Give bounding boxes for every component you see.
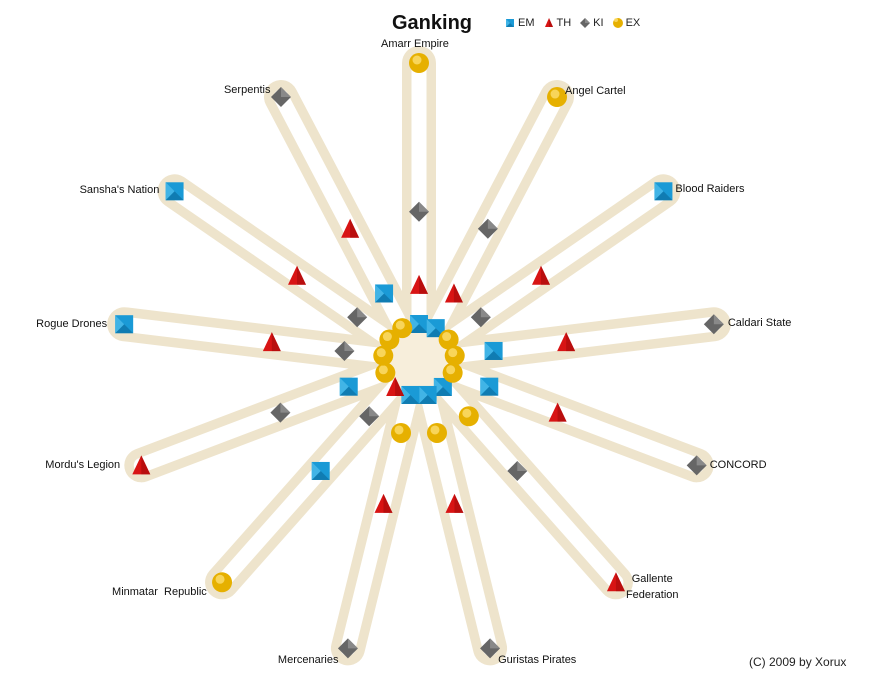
category-label: Blood Raiders: [675, 183, 745, 196]
marker-th: [374, 493, 393, 513]
category-label: Sansha's Nation: [79, 184, 160, 197]
marker-th: [445, 493, 464, 513]
marker-ki: [507, 460, 528, 481]
category-label: Guristas Pirates: [498, 654, 577, 667]
legend-item-th: TH: [544, 17, 572, 29]
marker-em: [484, 341, 503, 360]
legend-item-em: EM: [505, 17, 535, 29]
marker-th: [557, 332, 576, 352]
marker-th: [606, 572, 625, 592]
marker-ex: [391, 422, 412, 443]
marker-ki: [480, 638, 501, 659]
marker-th: [531, 265, 550, 285]
marker-ki: [270, 402, 291, 423]
marker-ki: [686, 455, 707, 476]
series-th: [132, 218, 625, 592]
series-ki: [270, 87, 724, 659]
circle-icon: [612, 18, 623, 28]
series-em: [115, 182, 673, 480]
category-label: Minmatar Republic: [112, 586, 207, 599]
marker-th: [410, 274, 428, 294]
series-ex: [212, 53, 568, 593]
marker-th: [444, 283, 463, 303]
category-label: CONCORD: [709, 459, 767, 472]
marker-ki: [334, 340, 355, 361]
category-label: Gallente Federation: [625, 573, 679, 602]
marker-em: [480, 377, 499, 396]
triangle-icon: [544, 18, 553, 27]
category-label: Amarr Empire: [381, 38, 449, 50]
category-label: Mordu's Legion: [45, 459, 121, 472]
marker-ki: [347, 307, 368, 328]
category-label: Serpentis: [223, 84, 271, 97]
marker-ki: [477, 218, 498, 239]
marker-ex: [438, 329, 459, 350]
marker-em: [165, 182, 184, 201]
marker-ki: [703, 314, 724, 335]
marker-ex: [426, 422, 447, 443]
marker-em: [410, 315, 428, 333]
marker-ex: [212, 572, 233, 593]
marker-ki: [409, 201, 429, 222]
copyright-text: (C) 2009 by Xorux: [749, 655, 847, 669]
marker-em: [401, 385, 420, 404]
marker-ex: [373, 345, 394, 366]
marker-em: [339, 377, 358, 396]
marker-ex: [458, 406, 479, 427]
category-label: Angel Cartel: [565, 85, 626, 98]
legend-label: TH: [556, 17, 572, 29]
marker-th: [548, 402, 567, 422]
marker-ki: [359, 406, 380, 427]
legend-label: EM: [518, 17, 535, 29]
marker-ex: [442, 362, 463, 383]
chart-title: Ganking: [392, 12, 473, 34]
category-label: Mercenaries: [277, 654, 339, 667]
marker-em: [418, 385, 437, 404]
legend-item-ki: KI: [580, 17, 604, 29]
legend-label: KI: [593, 17, 604, 29]
category-label: Rogue Drones: [36, 318, 108, 331]
marker-em: [115, 315, 134, 334]
marker-ex: [379, 329, 400, 350]
marker-th: [288, 265, 307, 285]
marker-em: [311, 461, 330, 480]
marker-th: [341, 218, 360, 238]
marker-ex: [375, 362, 396, 383]
square-icon: [506, 19, 514, 27]
legend: EM TH KI EX: [505, 17, 640, 29]
diamond-icon: [580, 18, 591, 28]
marker-em: [654, 182, 673, 201]
marker-ki: [470, 307, 491, 328]
marker-ex: [547, 87, 568, 108]
legend-item-ex: EX: [612, 17, 641, 29]
marker-ki: [337, 638, 358, 659]
marker-em: [375, 284, 394, 303]
category-label: Caldari State: [727, 317, 792, 330]
marker-th: [262, 332, 281, 352]
center-disc: [385, 326, 453, 394]
marker-ex: [392, 318, 413, 339]
marker-ki: [270, 87, 291, 108]
marker-th: [386, 376, 405, 396]
marker-ex: [409, 53, 429, 73]
marker-th: [132, 455, 151, 475]
legend-label: EX: [625, 17, 641, 29]
marker-ex: [444, 345, 465, 366]
